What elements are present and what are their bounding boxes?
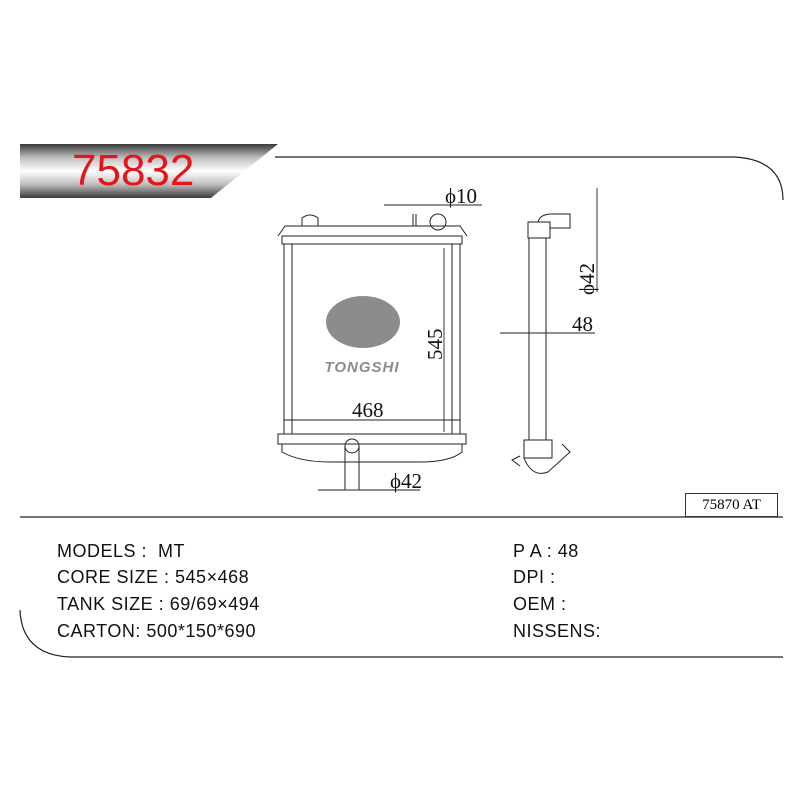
dim-inlet-top: ϕ10 (445, 184, 477, 208)
part-number: 75832 (72, 146, 195, 195)
spec-oem: OEM : (513, 594, 567, 614)
reference-code: 75870 AT (685, 493, 778, 517)
dim-outlet-bottom: ϕ42 (390, 469, 422, 493)
spec-tank-size: TANK SIZE : 69/69×494 (57, 594, 260, 614)
dim-height: 545 (423, 329, 447, 361)
spec-core-size: CORE SIZE : 545×468 (57, 567, 250, 587)
side-view (511, 213, 571, 474)
logo-text: TONGSHI (324, 359, 399, 376)
spec-carton: CARTON: 500*150*690 (57, 621, 256, 641)
front-view (277, 213, 468, 490)
dim-thickness: 48 (572, 312, 593, 336)
dim-side-pipe: ϕ42 (575, 263, 599, 295)
spec-nissens: NISSENS: (513, 621, 602, 641)
tongshi-logo: TONGSHI (324, 296, 400, 376)
spec-dpi: DPI : (513, 567, 556, 587)
dim-width: 468 (352, 398, 384, 422)
spec-models: MODELS : MT (57, 541, 186, 561)
spec-pa: P A : 48 (513, 541, 579, 561)
